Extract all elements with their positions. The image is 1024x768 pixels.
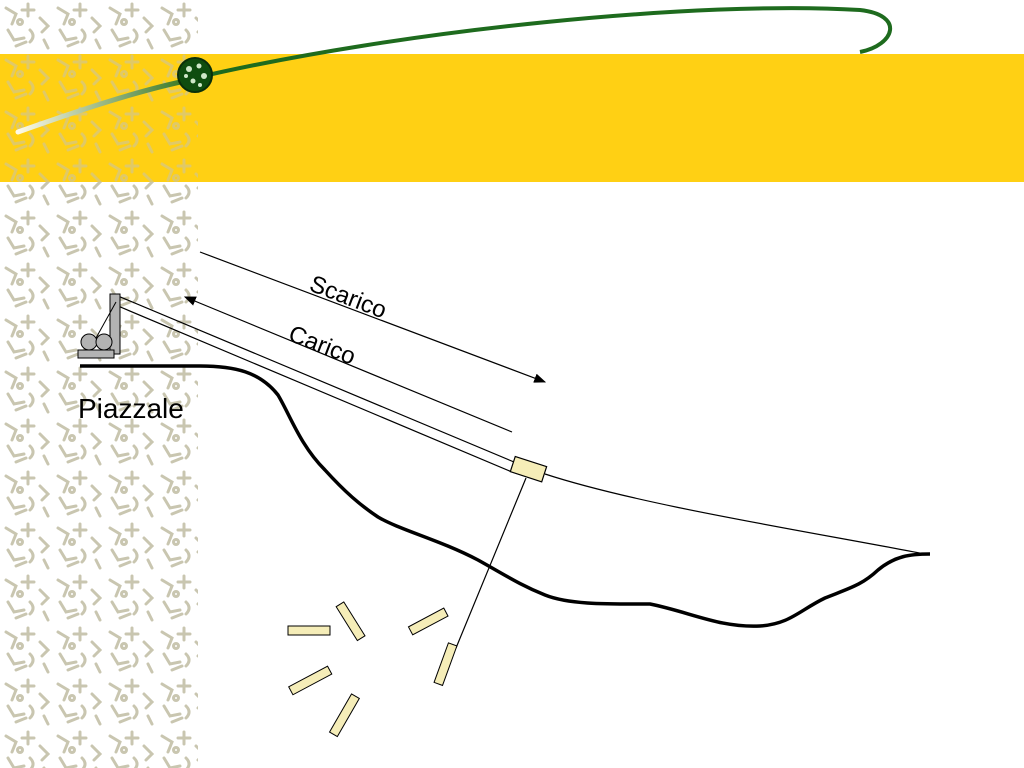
- log: [335, 601, 366, 642]
- green-swoosh-line: [194, 6, 893, 80]
- cable-upper: [117, 295, 515, 463]
- cable-span: [544, 473, 926, 555]
- swoosh-tail: [15, 77, 193, 135]
- log: [287, 625, 331, 636]
- label-piazzale: Piazzale: [78, 393, 184, 424]
- carriage: [509, 455, 548, 483]
- hoist-line: [455, 477, 527, 649]
- carico-arrow: [183, 296, 513, 433]
- cable-lower: [117, 305, 513, 473]
- scattered-logs: [287, 601, 458, 738]
- ground-profile: [80, 364, 931, 628]
- label-scarico: Scarico: [306, 270, 390, 324]
- green-globe-icon: [177, 57, 213, 93]
- scarico-arrow: [199, 251, 547, 383]
- log: [407, 607, 449, 636]
- log: [328, 693, 361, 738]
- label-carico: Carico: [285, 320, 359, 370]
- decorative-pattern-on-band: [0, 54, 198, 182]
- log: [288, 665, 333, 696]
- cable-winch-icon: [77, 293, 121, 359]
- log: [433, 642, 458, 687]
